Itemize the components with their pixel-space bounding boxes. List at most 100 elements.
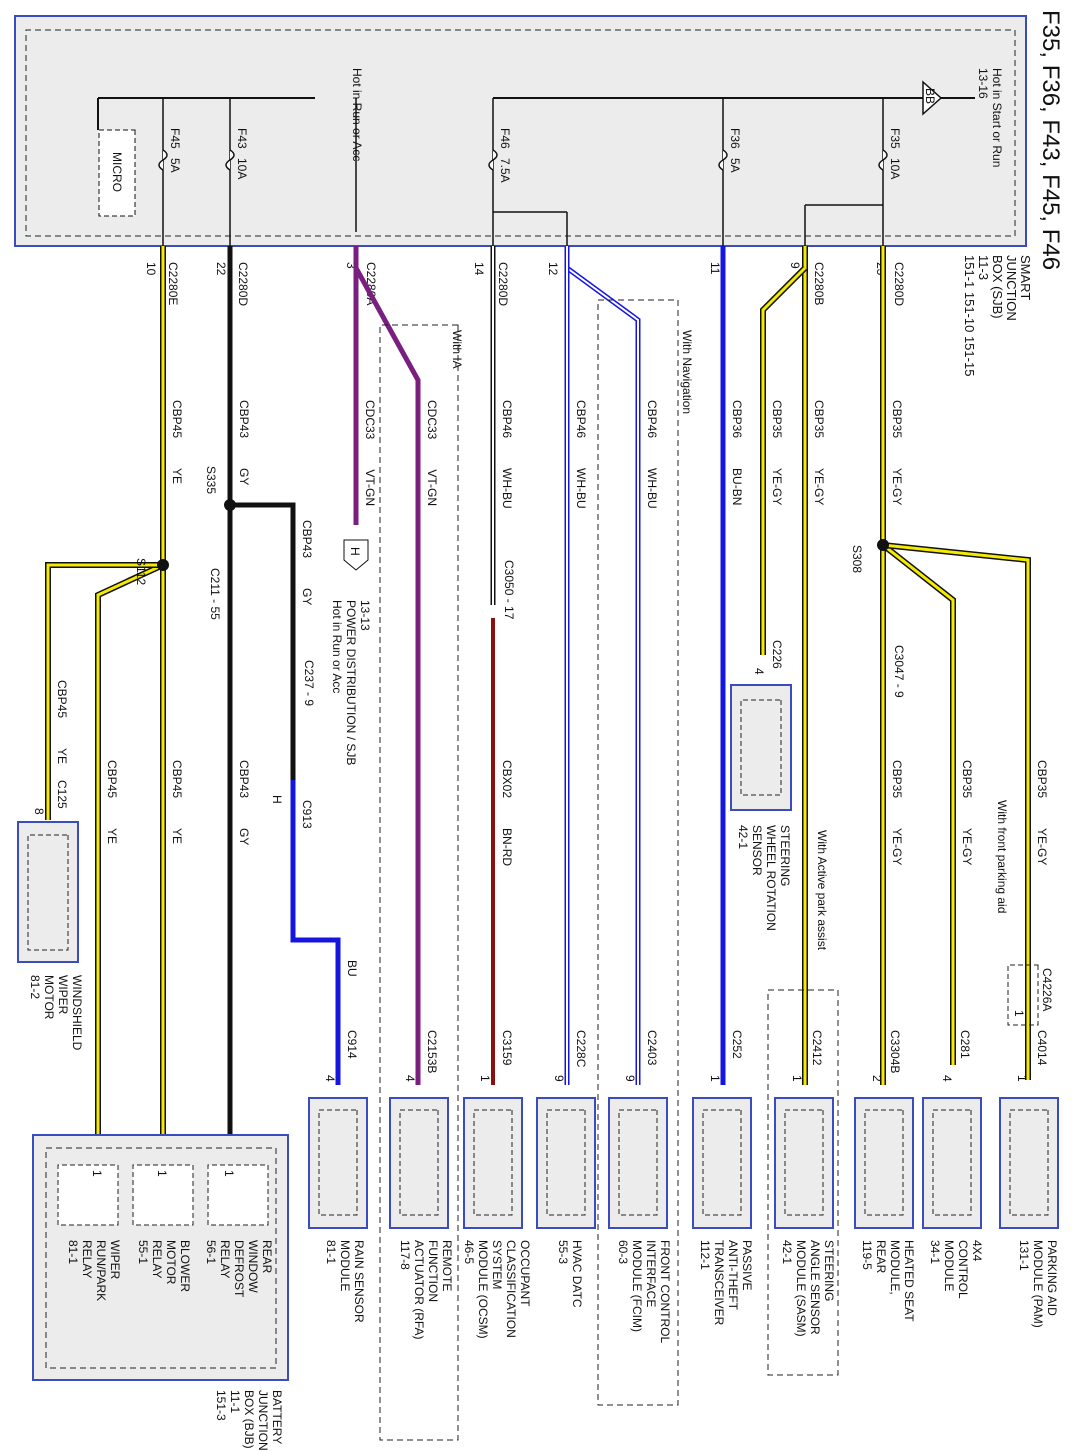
fuse-name: F35	[888, 128, 902, 149]
bb-label: BB	[923, 88, 937, 104]
micro-block	[98, 129, 136, 217]
fuse-icon	[718, 149, 728, 171]
h-label: H	[270, 795, 284, 804]
fuse-rating: 10A	[235, 158, 249, 179]
svg-text:PASSIVEANTI-THEFTTRANSCEIVER11: PASSIVEANTI-THEFTTRANSCEIVER112-1	[698, 1240, 754, 1326]
svg-text:9: 9	[623, 1075, 637, 1082]
bb-terminal-icon	[922, 80, 943, 116]
fuse-f46: F46 7.5A	[488, 98, 568, 246]
fuse-rating: 5A	[728, 158, 742, 173]
hot-start-run-label: Hot in Start or Run 13-16	[976, 68, 1004, 171]
inline-connector: C237 - 9	[302, 660, 316, 706]
module-rfa: C2153B 4 REMOTEFUNCTIONACTUATOR (RFA)117…	[379, 324, 459, 1441]
pin-number: 12	[546, 262, 560, 276]
splice-label: S112	[134, 558, 148, 585]
svg-text:C2153B: C2153B	[425, 1030, 439, 1073]
svg-text:1: 1	[155, 1170, 169, 1177]
splice-label: S308	[850, 545, 864, 573]
wire-ye-wiper-motor	[46, 563, 163, 820]
splice-label: S335	[204, 466, 218, 494]
svg-text:1: 1	[790, 1075, 804, 1082]
svg-text:C4014: C4014	[1035, 1030, 1049, 1066]
sjb-pins: 23 C2280D 9 C2280B 11 12 14 C2280D 3 C22…	[144, 262, 906, 306]
svg-text:CBP45YE: CBP45YE	[105, 760, 119, 844]
hot-run-acc-label: Hot in Run or Acc	[350, 68, 364, 161]
svg-text:CBP45YE: CBP45YE	[170, 400, 184, 484]
fuse-rating: 10A	[888, 158, 902, 179]
windshield-wiper-motor: C125 8 WINDSHIELD WIPER MOTOR 81-2	[17, 780, 84, 1054]
svg-text:4: 4	[940, 1075, 954, 1082]
svg-text:2: 2	[870, 1075, 884, 1082]
svg-text:CBX02BN-RD: CBX02BN-RD	[500, 760, 514, 866]
svg-text:PARKING AIDMODULE (PAM)131-1: PARKING AIDMODULE (PAM)131-1	[1017, 1240, 1059, 1328]
sjb-frame	[14, 15, 1027, 247]
svg-text:CBP35YE-GY: CBP35YE-GY	[890, 760, 904, 865]
svg-text:STEERINGANGLE SENSORMODULE (SA: STEERINGANGLE SENSORMODULE (SASM)42-1	[780, 1240, 836, 1337]
splice-s112	[157, 559, 169, 571]
svg-text:C252: C252	[730, 1030, 744, 1059]
fuse-icon	[488, 149, 498, 171]
module-sasm: C2412 1 STEERINGANGLE SENSORMODULE (SASM…	[767, 989, 839, 1376]
inline-connector: C3050 - 17	[502, 560, 516, 620]
svg-text:CBP43GY: CBP43GY	[300, 520, 314, 605]
wire-rfa	[353, 246, 421, 1085]
fuse-rating: 5A	[168, 158, 182, 173]
svg-text:WINDSHIELD WIPER M: WINDSHIELD WIPER MOTOR 81-2	[28, 975, 84, 1054]
module-heated-seat: C3304B 2 HEATED SEATMODULE,REAR119-5	[854, 1030, 916, 1322]
svg-text:C125: C125	[55, 780, 69, 809]
inline-connector: C3047 - 9	[892, 645, 906, 698]
svg-text:CBP35YE-GY: CBP35YE-GY	[812, 400, 826, 505]
svg-text:1: 1	[708, 1075, 722, 1082]
splice-s308	[877, 539, 889, 551]
svg-text:4: 4	[752, 668, 766, 675]
sjb-inner-frame	[25, 29, 1016, 237]
module-pats: C252 1 PASSIVEANTI-THEFTTRANSCEIVER112-1	[692, 1030, 754, 1326]
svg-text:4X4CONTROLMODULE34-1: 4X4CONTROLMODULE34-1	[928, 1240, 984, 1299]
svg-text:BU: BU	[345, 960, 359, 977]
pin-connector: C2280D	[496, 262, 510, 306]
svg-text:CBP43GY: CBP43GY	[237, 400, 251, 485]
svg-text:CBP45YE: CBP45YE	[55, 680, 69, 764]
svg-text:C2403: C2403	[645, 1030, 659, 1066]
svg-text:FRONT CONTROLINTERFACEMODULE (: FRONT CONTROLINTERFACEMODULE (FCIM)60-3	[616, 1240, 672, 1343]
svg-text:1: 1	[90, 1170, 104, 1177]
wire-pam	[882, 543, 1030, 1080]
svg-text:HEATED SEATMODULE,REAR119-5: HEATED SEATMODULE,REAR119-5	[860, 1240, 916, 1322]
svg-text:BLOWERMOTORRELAY55-1: BLOWERMOTORRELAY55-1	[136, 1240, 192, 1292]
fuse-icon	[878, 149, 888, 171]
page-title: F35, F36, F43, F45, F46	[1037, 10, 1064, 270]
fuse-f35: F35 10A	[878, 98, 902, 246]
svg-text:1: 1	[222, 1170, 236, 1177]
pin-number: 10	[144, 262, 158, 276]
wire-fcim	[566, 246, 639, 1085]
pin-number: 9	[788, 262, 802, 269]
svg-text:C3304B: C3304B	[888, 1030, 902, 1073]
smart-junction-box: SMART JUNCTION BOX (SJB) 11-3 151-1 151-…	[14, 15, 1033, 376]
svg-text:CBP46WH-BU: CBP46WH-BU	[500, 400, 514, 509]
fuse-f43: F43 10A	[225, 98, 249, 246]
relay-blower-motor: 1 BLOWERMOTORRELAY55-1	[132, 1164, 194, 1292]
svg-text:RAIN SENSORMODULE81-1: RAIN SENSORMODULE81-1	[324, 1240, 366, 1323]
relay-wiper-run-park: 1 WIPERRUN/PARKRELAY81-1	[57, 1164, 122, 1301]
steering-wheel-rotation-sensor: C226 4 STEERING WHEEL ROTATION SENSOR 42…	[730, 640, 792, 931]
relay-rear-defrost: 1 REARWINDOWDEFROSTRELAY56-1	[204, 1164, 274, 1298]
svg-text:CBP46WH-BU: CBP46WH-BU	[645, 400, 659, 509]
pin-connector: C2280B	[812, 262, 826, 305]
svg-text:CBP35YE-GY: CBP35YE-GY	[1035, 760, 1049, 865]
module-fcim: C2403 9 FRONT CONTROLINTERFACEMODULE (FC…	[597, 299, 679, 1406]
battery-junction-box: 1 REARWINDOWDEFROSTRELAY56-1 1 BLOWERMOT…	[32, 1134, 289, 1451]
svg-text:4: 4	[323, 1075, 337, 1082]
fuse-name: F43	[235, 128, 249, 149]
svg-text:CBP36BU-BN: CBP36BU-BN	[730, 400, 744, 505]
svg-text:CBP46WH-BU: CBP46WH-BU	[574, 400, 588, 509]
svg-text:CBP35YE-GY: CBP35YE-GY	[960, 760, 974, 865]
svg-text:CDC33VT-GN: CDC33VT-GN	[363, 400, 377, 506]
option-with-front-park: With front parking aid	[995, 800, 1009, 913]
pam-inline-pin: 1	[1012, 1010, 1026, 1017]
svg-text:REARWINDOWDEFROSTRELAY56-1: REARWINDOWDEFROSTRELAY56-1	[204, 1240, 274, 1298]
svg-text:C226: C226	[770, 640, 784, 669]
svg-text:C3159: C3159	[500, 1030, 514, 1066]
svg-text:CBP45YE: CBP45YE	[170, 760, 184, 844]
wire-gy-rain	[230, 502, 296, 780]
